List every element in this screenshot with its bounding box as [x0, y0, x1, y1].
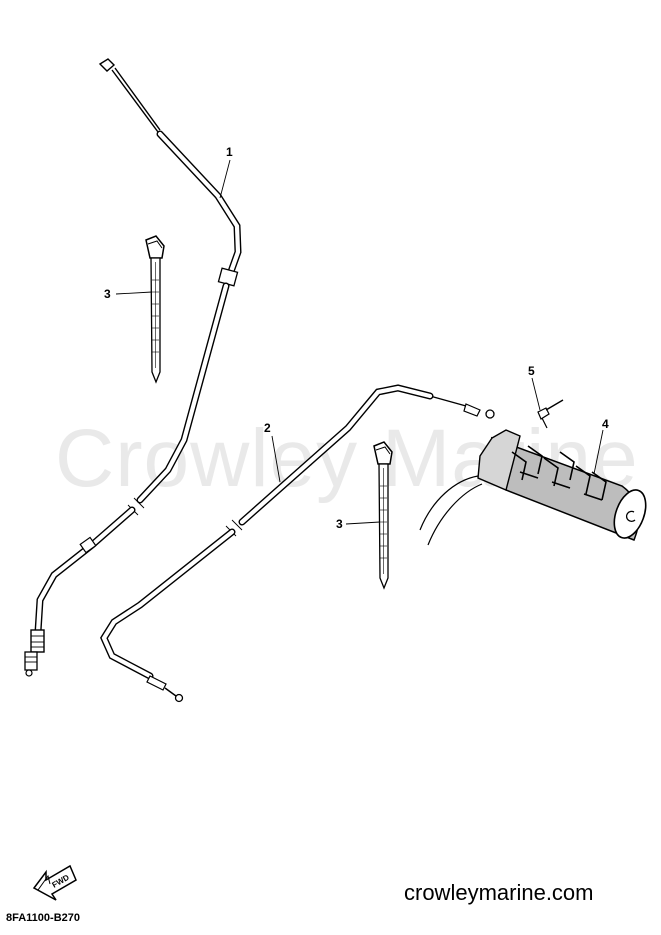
callout-3-left: 3 [104, 287, 111, 301]
cable-1 [24, 58, 242, 677]
grip-4 [419, 429, 647, 546]
callout-4: 4 [602, 417, 609, 431]
callout-3-right: 3 [336, 517, 343, 531]
callout-5: 5 [528, 364, 535, 378]
callout-2: 2 [264, 421, 271, 435]
diagram-code: 8FA1100-B270 [6, 912, 80, 924]
pin-5 [537, 399, 564, 429]
fwd-arrow: FWD [32, 864, 77, 901]
cable-tie-3-left [145, 235, 165, 384]
cable-2 [100, 384, 495, 703]
site-url: crowleymarine.com [404, 880, 594, 905]
callout-1: 1 [226, 145, 233, 159]
leader-lines [115, 159, 604, 525]
cable-tie-3-right [373, 441, 393, 590]
